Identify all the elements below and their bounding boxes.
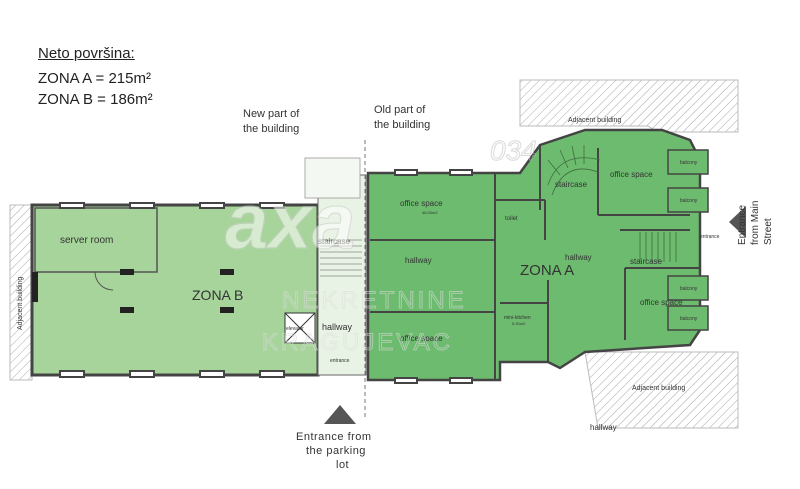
server-room	[34, 207, 158, 273]
zone-b-windows	[59, 202, 285, 378]
label-entrance-b: entrance	[330, 358, 350, 364]
watermark-number: 034	[490, 135, 537, 166]
label-balcony-1: balcony	[680, 160, 698, 166]
old-part-line2: the building	[374, 119, 430, 131]
label-balcony-4: balcony	[680, 316, 698, 322]
legend-zone-a: ZONA A = 215m²	[38, 70, 151, 87]
watermark-line2: KRAGUJEVAC	[262, 329, 453, 356]
new-part-line1: New part of	[243, 108, 300, 120]
label-hallway-a3: hallway	[590, 423, 617, 432]
label-balcony-3: balcony	[680, 286, 698, 292]
spiral-stair	[547, 145, 601, 196]
label-office-area-1: 48.00m2	[422, 210, 438, 215]
label-elevator: elevator	[286, 326, 304, 332]
watermark-logo: axa	[225, 177, 355, 265]
entrance-street-line3: Street	[763, 218, 774, 245]
entrance-parking-line2: the parking	[306, 445, 366, 457]
old-part-line1: Old part of	[374, 104, 426, 116]
entrance-parking-line3: lot	[336, 459, 349, 471]
label-hallway-a2: hallway	[565, 253, 592, 262]
adjacent-top-label: Adjacent building	[568, 117, 621, 124]
watermark-line1: NEKRETNINE	[282, 287, 467, 314]
label-zona-a: ZONA A	[520, 262, 574, 279]
label-office-space-2: office space	[400, 334, 443, 343]
connector-area	[317, 174, 367, 376]
label-staircase-a2: staircase	[630, 257, 663, 266]
label-staircase-b: staircase	[318, 237, 351, 246]
area-legend: Neto površina: ZONA A = 215m² ZONA B = 1…	[38, 45, 153, 110]
balconies	[667, 149, 709, 331]
entrance-parking-arrow	[324, 405, 356, 424]
adjacent-building-bottom	[584, 351, 739, 429]
label-mini-kitchen-area: 5.30m2	[512, 321, 526, 326]
stair-lines-b	[320, 239, 362, 277]
new-part-line2: the building	[243, 123, 299, 135]
label-server-room: server room	[60, 235, 113, 246]
label-balcony-2: balcony	[680, 198, 698, 204]
label-office-space-4: office space	[640, 298, 683, 307]
adjacent-left-label: Adjacent building	[17, 277, 24, 330]
label-staircase-a1: staircase	[555, 180, 588, 189]
legend-heading: Neto površina:	[38, 45, 135, 62]
watermark: axa 034 NEKRETNINE KRAGUJEVAC	[224, 135, 537, 357]
entrance-street-line1: Entrance	[737, 205, 748, 245]
label-mini-kitchen: mini-kitchen	[504, 315, 531, 321]
legend-zone-b: ZONA B = 186m²	[38, 91, 153, 108]
label-hallway-b: hallway	[322, 322, 353, 332]
entrance-street-arrow	[729, 206, 746, 238]
adjacent-building-top	[519, 79, 739, 133]
adjacent-bottom-label: Adjacent building	[632, 385, 685, 392]
label-hallway-a1: hallway	[405, 256, 432, 265]
label-entrance-a: entrance	[700, 234, 720, 240]
zone-b-columns	[32, 269, 234, 313]
label-office-space-1: office space	[400, 199, 443, 208]
zone-a-walls	[370, 145, 700, 380]
label-zona-b: ZONA B	[192, 287, 243, 303]
label-office-space-3: office space	[610, 170, 653, 179]
stair-lines-a	[639, 232, 677, 262]
zone-a-windows	[394, 169, 473, 384]
entrance-street-line2: from Main	[750, 201, 761, 245]
entrance-parking-line1: Entrance from	[296, 431, 372, 443]
label-toilet: toilet	[505, 216, 518, 222]
